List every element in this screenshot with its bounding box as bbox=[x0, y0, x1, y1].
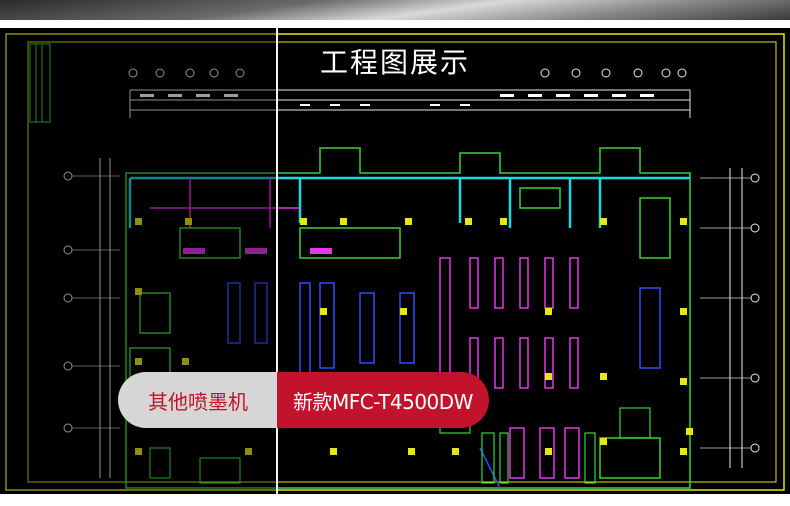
label-new-model: 新款MFC-T4500DW bbox=[277, 372, 489, 428]
comparison-divider bbox=[276, 28, 278, 494]
label-new-model-text: 新款MFC-T4500DW bbox=[293, 389, 473, 414]
top-metallic-strip bbox=[0, 0, 790, 20]
label-other-inkjet: 其他喷墨机 bbox=[118, 372, 288, 428]
label-other-inkjet-text: 其他喷墨机 bbox=[148, 389, 248, 414]
page-title: 工程图展示 bbox=[319, 46, 470, 79]
